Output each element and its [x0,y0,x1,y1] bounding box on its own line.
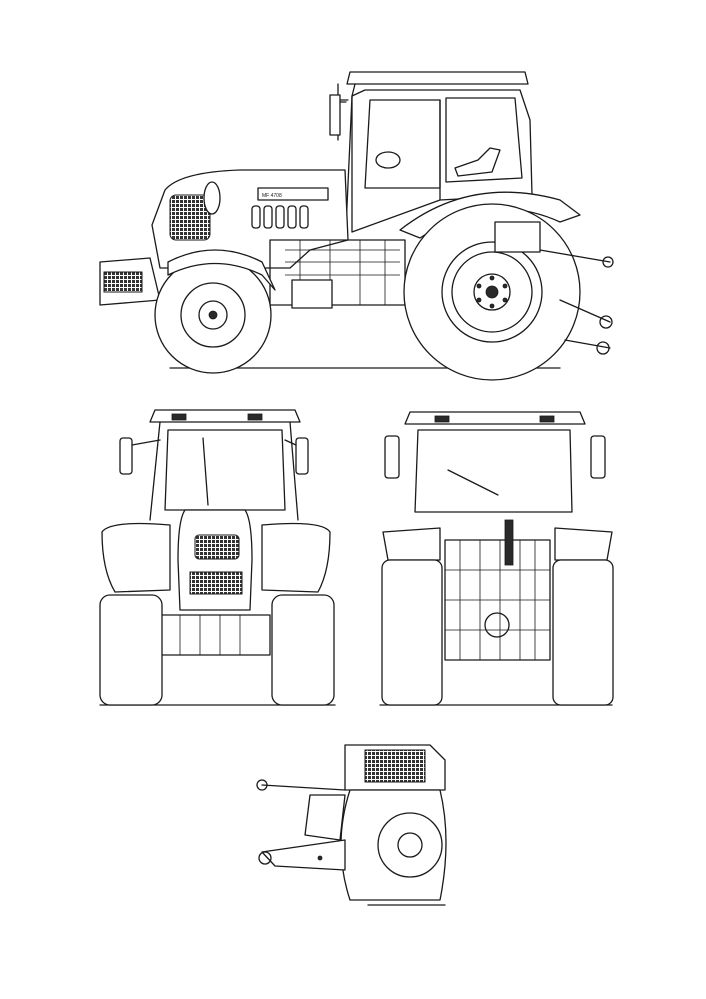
rear-wiper [447,469,499,496]
front-right-fender [261,522,331,593]
detail-grille [364,749,426,783]
rear-window [414,429,573,513]
hood-vents [251,205,309,229]
detail-rear-tyre [340,789,447,901]
front-rim-side [180,282,246,348]
fuel-tank [291,279,333,309]
rear-view-right-tyre [552,559,614,706]
rear-left-mirror [384,435,400,479]
front-weight-plates [103,271,143,293]
detail-lower-link [261,839,346,871]
front-left-fender [101,522,171,593]
front-view-right-tyre [271,594,335,706]
model-badge-frame [257,187,329,201]
hydraulic-hoses [504,519,514,566]
front-right-mirror [295,437,309,475]
front-upper-grille [194,534,240,560]
rear-view [379,411,614,706]
front-axle [159,614,271,656]
front-cab-roof [149,409,301,423]
front-lower-grille [189,571,243,595]
detail-lift-cylinder [304,794,346,841]
front-windscreen [149,421,299,521]
rear-view-left-tyre [381,559,443,706]
headlight-side [203,181,221,215]
rear-side-view [256,744,447,906]
cab-roof [346,71,529,85]
cab-frame [351,89,533,233]
front-view [99,409,336,706]
front-left-mirror [119,437,133,475]
steering-wheel [375,151,401,169]
rear-cab-roof [404,411,586,425]
front-grille-side [169,194,211,241]
front-view-left-tyre [99,594,163,706]
cab-door-window [364,99,441,189]
side-view: MF 4708 [99,71,614,381]
front-wiper [202,437,209,506]
rear-left-fender [382,527,441,561]
side-mirror [329,94,341,136]
rear-right-fender [554,527,613,561]
pto-shaft [484,612,510,638]
rear-right-mirror [590,435,606,479]
detail-rim [377,812,443,878]
driver-seat [454,147,501,177]
front-fender-side [167,249,276,291]
cab-rear-window [445,97,523,183]
detail-top-link [261,784,346,791]
rear-rim-side [441,241,543,343]
model-badge: MF 4708 [262,193,282,199]
hydraulic-valves [494,221,541,253]
front-hood-nose [177,509,253,611]
